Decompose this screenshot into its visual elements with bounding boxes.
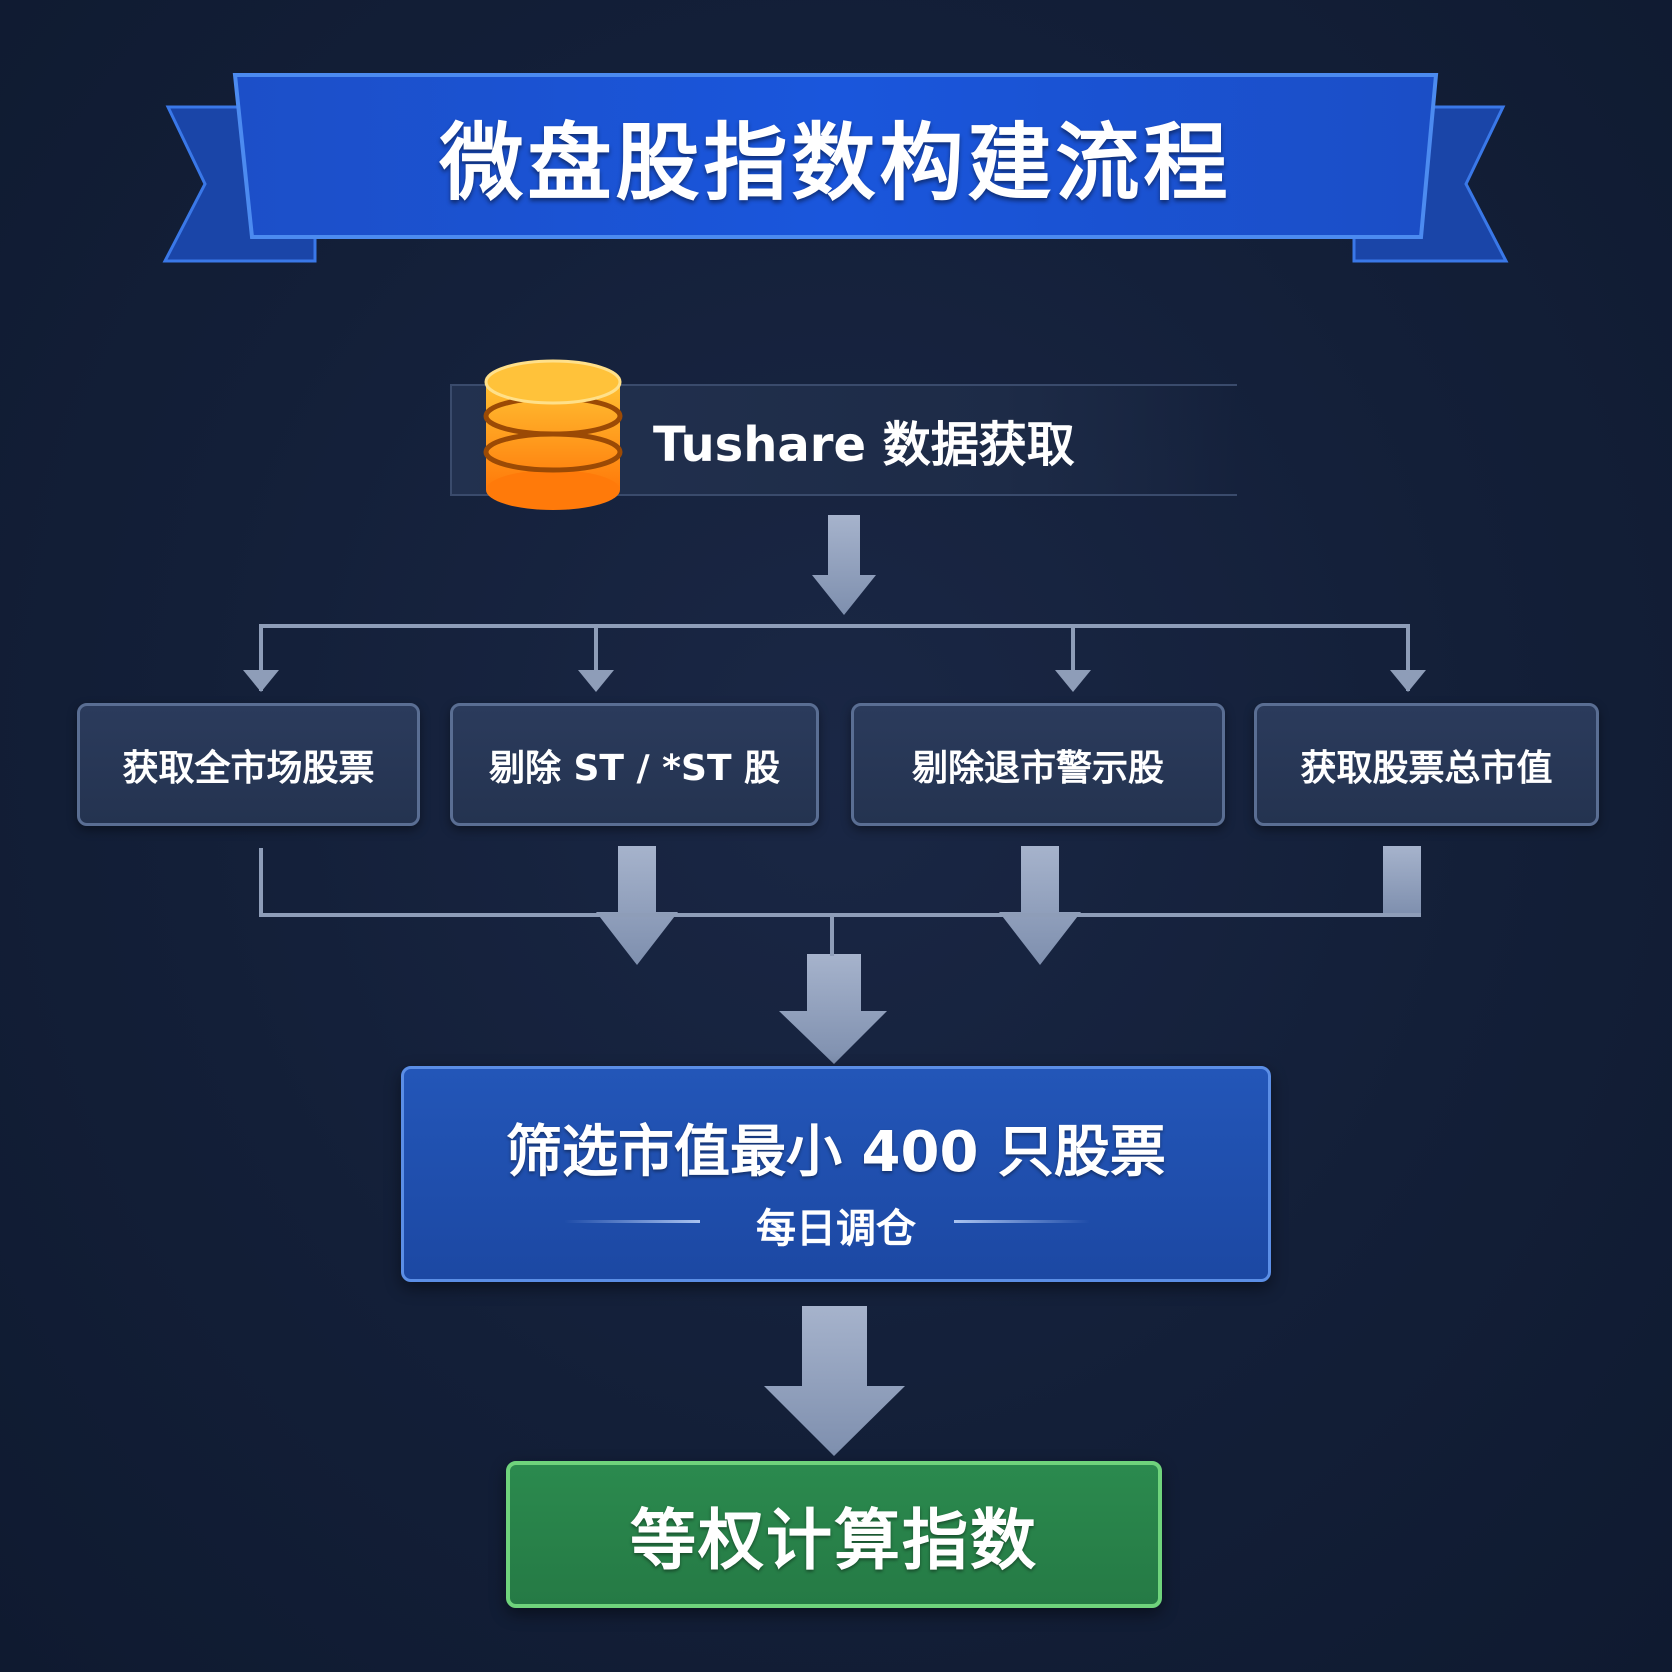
arrow-filter-calc [764,1306,905,1456]
calc-index-box: 等权计算指数 [506,1461,1162,1608]
filter-sublabel: 每日调仓 [756,1206,916,1252]
split-arrowhead-1 [243,670,279,692]
page-title: 微盘股指数构建流程 [439,113,1232,212]
step-remove-delisting: 剔除退市警示股 [851,703,1225,826]
split-arrowhead-2 [578,670,614,692]
source-label: Tushare 数据获取 [653,417,1075,473]
divider-right [954,1220,1090,1223]
arrow-merge-filter [779,954,887,1064]
arrow-step2-merge [596,846,678,965]
split-arrowhead-3 [1055,670,1091,692]
split-arrowhead-4 [1390,670,1426,692]
divider-left [564,1220,700,1223]
bar-step4-merge [1383,846,1421,915]
filter-box: 筛选市值最小 400 只股票 每日调仓 [401,1066,1271,1282]
split-line [259,624,1410,691]
arrow-source-down [812,515,876,615]
filter-label: 筛选市值最小 400 只股票 [506,1120,1166,1185]
merge-line [259,848,1421,917]
step-get-market-cap: 获取股票总市值 [1254,703,1599,826]
step-remove-st: 剔除 ST / *ST 股 [450,703,819,826]
database-icon [483,359,623,510]
banner-body [232,73,1439,239]
arrow-step3-merge [999,846,1081,965]
step-get-all-stocks: 获取全市场股票 [77,703,420,826]
